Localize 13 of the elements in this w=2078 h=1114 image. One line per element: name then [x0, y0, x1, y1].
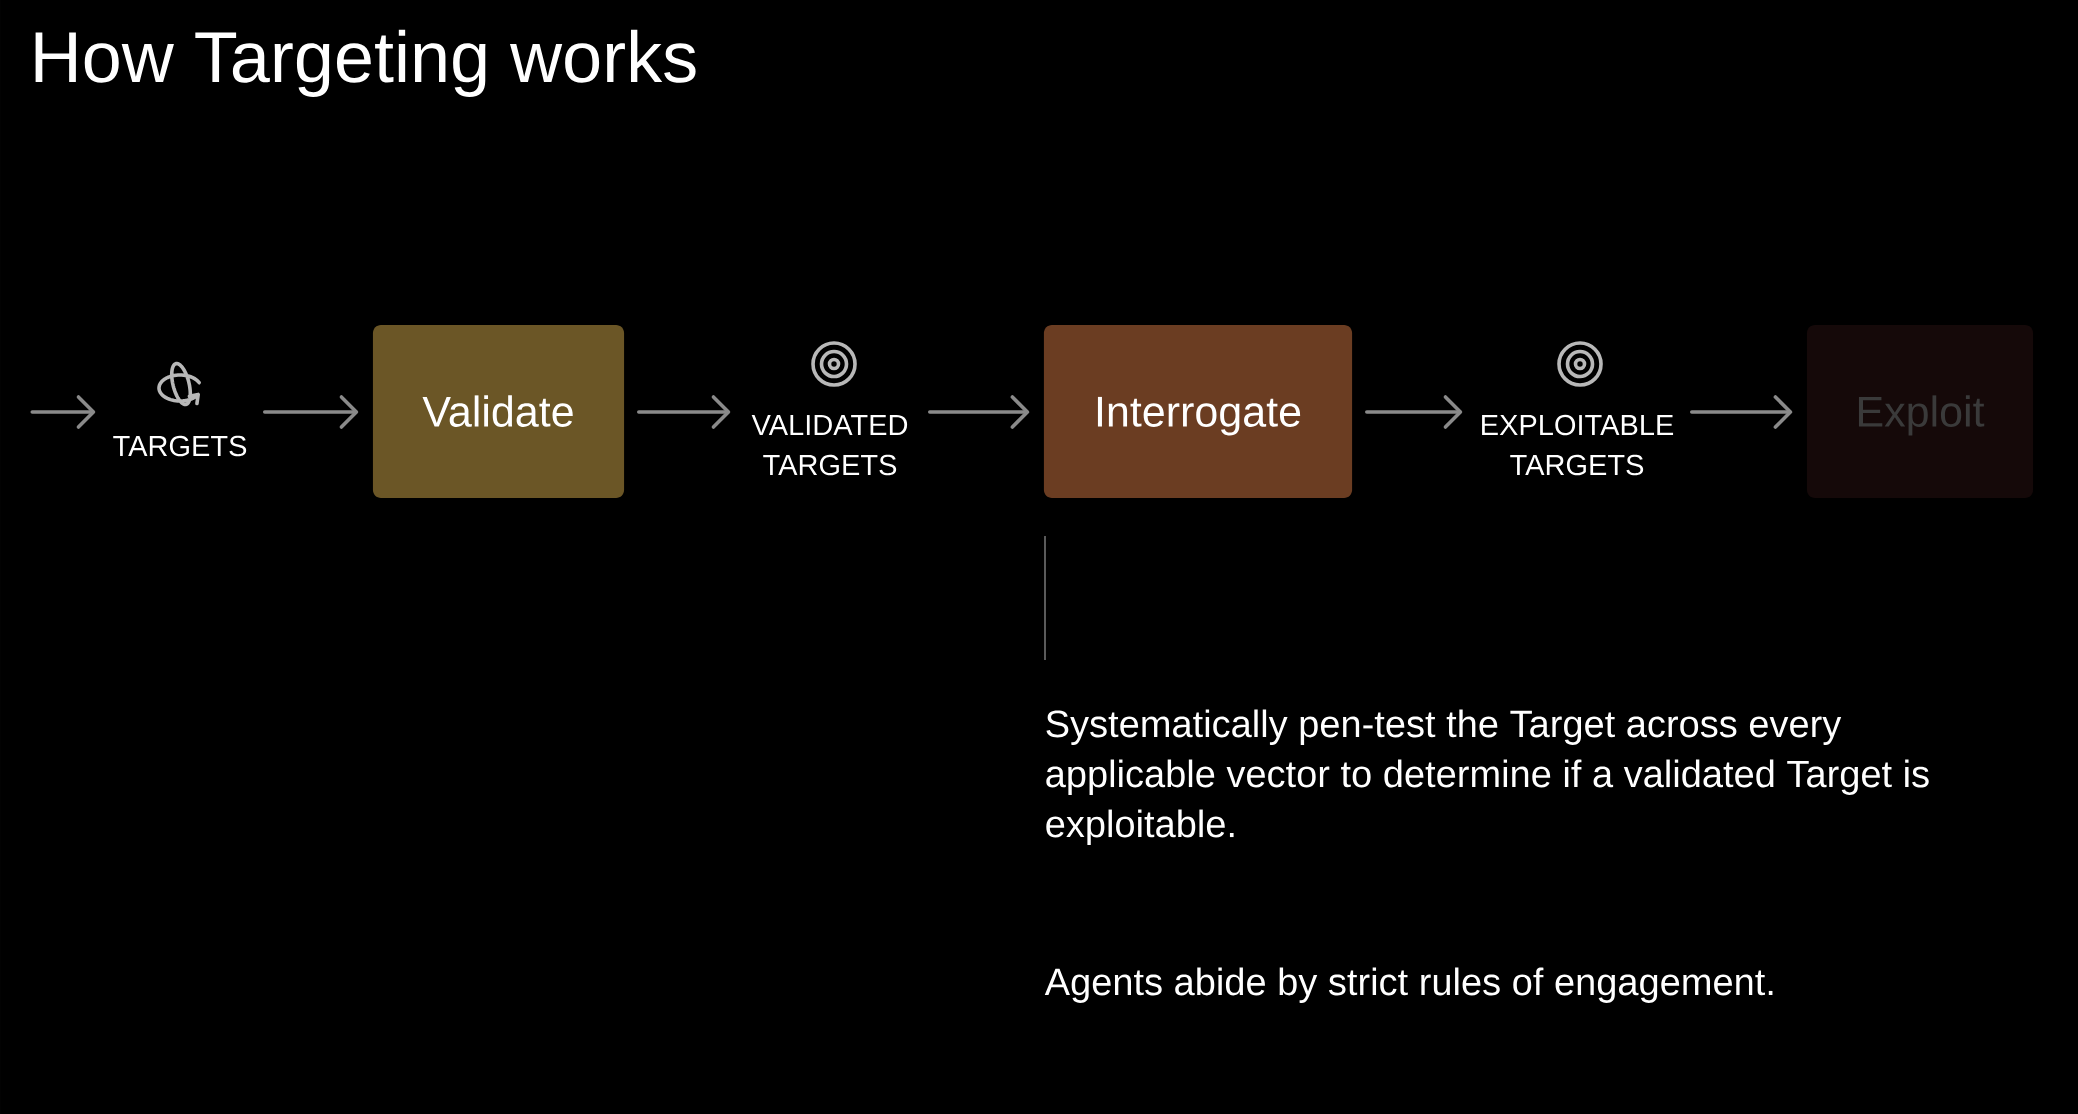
arrow [928, 395, 1030, 429]
arrow [637, 395, 731, 429]
title: How Targeting works [35, 29, 696, 97]
stage-label: TARGETS [113, 435, 247, 457]
arrow [1365, 395, 1463, 429]
stage-label: EXPLOITABLE TARGETS [1482, 414, 1674, 476]
stage-label: VALIDATED TARGETS [751, 415, 908, 476]
description-text: Agents abide by strict rules of engagement. [1044, 967, 1773, 1003]
arrow [1690, 395, 1793, 429]
description-text: Systematically pen-test the Target across every applicable vector to determine if a validated Target is exploitable. [1046, 709, 1929, 845]
process-box: Interrogate [1043, 324, 1353, 499]
process-box: Validate [372, 324, 625, 499]
arrow [262, 395, 359, 429]
